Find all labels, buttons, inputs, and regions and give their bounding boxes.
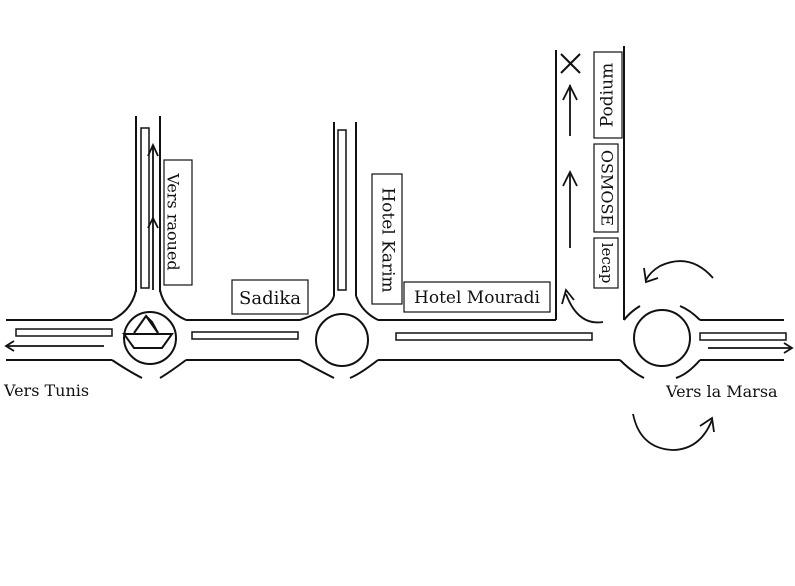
- boat-monument-icon: [122, 314, 174, 349]
- box-sadika: [231, 279, 309, 315]
- box-osmose: [593, 143, 619, 233]
- arrow-west: [4, 340, 104, 352]
- label-vers-tunis: Vers Tunis: [3, 381, 89, 400]
- box-karim: [371, 173, 403, 305]
- box-raoued: [163, 159, 193, 286]
- label-osmose: OSMOSE: [598, 150, 617, 226]
- arrow-north-raoued: [147, 142, 159, 290]
- roundabout-east: [633, 309, 691, 367]
- roundabout-middle: [315, 313, 369, 367]
- road-raoued: [135, 116, 161, 292]
- label-sadika: Sadika: [239, 288, 301, 309]
- label-hotel-karim: Hotel Karim: [378, 187, 398, 292]
- roundabouts: [123, 309, 691, 367]
- label-boxes: [163, 51, 623, 315]
- label-vers-la-marsa: Vers la Marsa: [665, 382, 778, 401]
- label-hotel-mouradi: Hotel Mouradi: [414, 288, 541, 308]
- arrow-north-oneway: [562, 83, 578, 248]
- box-podium: [593, 51, 623, 139]
- box-lecap: [593, 237, 619, 289]
- arrow-east: [708, 342, 794, 354]
- turn-arrow-into-road: [561, 288, 604, 324]
- cross-icon: [560, 53, 581, 74]
- main-road: [6, 289, 784, 379]
- label-vers-raoued: Vers raoued: [164, 172, 183, 270]
- road-karim: [333, 122, 357, 296]
- u-turn-arrow-bottom-icon: [632, 413, 715, 451]
- u-turn-arrow-icon: [643, 260, 714, 284]
- roundabout-west: [123, 311, 177, 365]
- road-medians: [15, 328, 787, 341]
- label-lecap: lecap: [598, 243, 616, 284]
- box-mouradi: [403, 281, 551, 313]
- label-podium: Podium: [598, 63, 618, 127]
- road-oneway-north: [555, 46, 625, 320]
